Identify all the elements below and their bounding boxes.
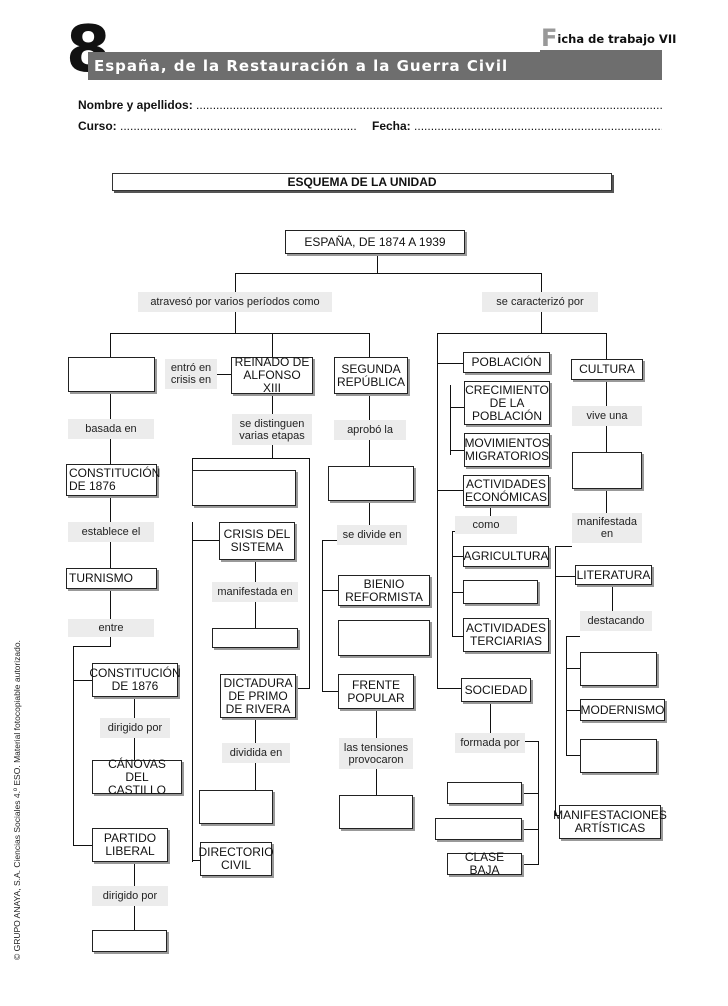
silver-age-blank-box[interactable] bbox=[572, 452, 642, 489]
migration-node: MOVIMIENTOS MIGRATORIOS bbox=[464, 433, 550, 467]
stage-blank-box[interactable] bbox=[192, 470, 296, 506]
date-label: Fecha: bbox=[372, 119, 411, 133]
bienio-blank-box[interactable] bbox=[338, 620, 430, 656]
upper-class-blank-box[interactable] bbox=[447, 782, 522, 804]
constitution-node: CONSTITUCIÓN DE 1876 bbox=[66, 464, 160, 496]
leader-two-blank-box[interactable] bbox=[92, 930, 167, 952]
course-dots: ........................................… bbox=[120, 119, 356, 133]
date-dots: ........................................… bbox=[414, 119, 662, 133]
ficha-text: icha de trabajo VII bbox=[557, 32, 677, 46]
agriculture-node: AGRICULTURA bbox=[463, 546, 549, 567]
name-field[interactable]: Nombre y apellidos: ....................… bbox=[78, 97, 662, 113]
culture-node: CULTURA bbox=[571, 359, 643, 380]
leader-one-node: CÁNOVAS DEL CASTILLO bbox=[92, 757, 182, 796]
date-field[interactable]: Fecha: .................................… bbox=[372, 118, 662, 134]
turnismo-node: TURNISMO bbox=[66, 568, 157, 589]
stages-link: se distinguen varias etapas bbox=[232, 414, 312, 445]
copyright-note: © GRUPO ANAYA, S.A. Ciencias Sociales 4.… bbox=[12, 640, 22, 960]
between-link: entre bbox=[68, 619, 154, 637]
name-label: Nombre y apellidos: bbox=[78, 98, 193, 112]
manifested-link-culture: manifestada en bbox=[572, 513, 642, 543]
crisis-node: CRISIS DEL SISTEMA bbox=[219, 522, 295, 560]
tensions-link: las tensiones provocaron bbox=[339, 738, 413, 769]
frente-node: FRENTE POPULAR bbox=[338, 674, 414, 709]
bienio-node: BIENIO REFORMISTA bbox=[338, 575, 430, 606]
led-by-link-two: dirigido por bbox=[92, 886, 168, 906]
establishes-link: establece el bbox=[68, 522, 154, 542]
modernism-node: MODERNISMO bbox=[580, 699, 665, 721]
generation-blank-box[interactable] bbox=[580, 652, 657, 686]
party-one-node: CONSTITUCIÓN DE 1876 bbox=[89, 663, 181, 697]
restoration-blank-box[interactable] bbox=[68, 357, 155, 392]
literature-node: LITERATURA bbox=[575, 565, 652, 585]
course-field[interactable]: Curso: .................................… bbox=[78, 118, 356, 134]
unit-title: España, de la Restauración a la Guerra C… bbox=[94, 57, 509, 75]
highlighting-link: destacando bbox=[580, 611, 652, 631]
approved-link: aprobó la bbox=[334, 420, 406, 440]
middle-class-blank-box[interactable] bbox=[435, 818, 522, 840]
divided-link-alfonso: dividida en bbox=[222, 743, 290, 763]
crisis-link: entró en crisis en bbox=[165, 359, 217, 389]
industry-blank-box[interactable] bbox=[463, 580, 538, 604]
based-link: basada en bbox=[68, 419, 154, 439]
tertiary-node: ACTIVIDADES TERCIARIAS bbox=[463, 618, 549, 652]
formed-link: formada por bbox=[455, 733, 525, 753]
society-node: SOCIEDAD bbox=[461, 678, 531, 702]
features-link: se caracterizó por bbox=[482, 292, 598, 312]
party-two-node: PARTIDO LIBERAL bbox=[92, 828, 168, 862]
constitution-blank-box[interactable] bbox=[328, 466, 414, 501]
root-node: ESPAÑA, DE 1874 A 1939 bbox=[285, 230, 465, 254]
dictatorship-node: DICTADURA DE PRIMO DE RIVERA bbox=[220, 674, 296, 718]
ficha-initial: F bbox=[541, 24, 558, 52]
title-bar bbox=[88, 52, 662, 80]
alfonso-node: REINADO DE ALFONSO XIII bbox=[231, 356, 313, 395]
ficha-label: Ficha de trabajo VII bbox=[541, 24, 676, 52]
name-dots: ........................................… bbox=[196, 98, 662, 112]
republic-node: SEGUNDA REPÚBLICA bbox=[334, 357, 408, 394]
lower-class-node: CLASE BAJA bbox=[447, 851, 522, 877]
arts-node: MANIFESTACIONES ARTÍSTICAS bbox=[553, 805, 667, 839]
war-blank-box[interactable] bbox=[339, 795, 413, 829]
divided-link-republic: se divide en bbox=[337, 525, 407, 545]
directorate-node: DIRECTORIO CIVIL bbox=[198, 842, 274, 876]
growth-node: CRECIMIENTO DE LA POBLACIÓN bbox=[464, 381, 550, 425]
manifested-link-alfonso: manifestada en bbox=[212, 582, 298, 602]
population-node: POBLACIÓN bbox=[463, 352, 550, 373]
crisis-blank-box[interactable] bbox=[212, 628, 298, 648]
led-by-link-one: dirigido por bbox=[100, 718, 170, 738]
directorate-blank-box[interactable] bbox=[199, 790, 273, 824]
economic-node: ACTIVIDADES ECONÓMICAS bbox=[463, 475, 549, 506]
lives-link: vive una bbox=[572, 406, 642, 426]
course-label: Curso: bbox=[78, 119, 117, 133]
ficha-underline bbox=[540, 50, 662, 53]
as-link: como bbox=[455, 516, 517, 534]
section-title: ESQUEMA DE LA UNIDAD bbox=[112, 173, 612, 191]
avantgarde-blank-box[interactable] bbox=[580, 739, 657, 773]
periods-link: atravesó por varios períodos como bbox=[138, 292, 332, 312]
